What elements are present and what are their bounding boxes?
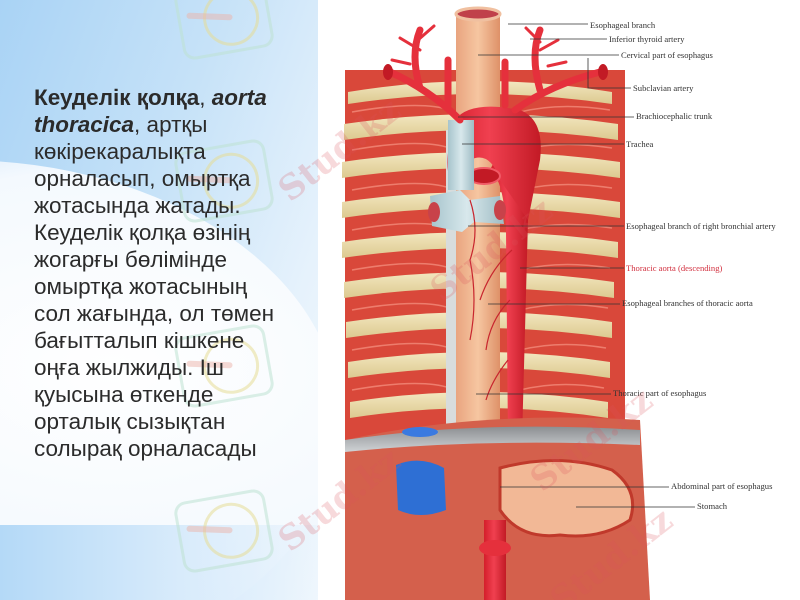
- text-line: Кеуделік қолқа өзінің: [34, 220, 251, 245]
- text-line: қуысына өткенде: [34, 382, 214, 407]
- label-esophageal-branches-aorta: Esophageal branches of thoracic aorta: [622, 298, 753, 308]
- label-subclavian-artery: Subclavian artery: [633, 83, 694, 93]
- text-line: орталық сызықтан: [34, 409, 226, 434]
- label-thoracic-aorta: Thoracic aorta (descending): [626, 263, 723, 273]
- anatomy-illustration-panel: Esophageal branch Inferior thyroid arter…: [318, 0, 800, 600]
- watermark-logo-icon: [172, 0, 276, 62]
- label-trachea: Trachea: [626, 139, 654, 149]
- stomach: [498, 458, 635, 538]
- text-line: жогарғы бөлімінде: [34, 247, 227, 272]
- label-stomach: Stomach: [697, 501, 728, 511]
- label-esophageal-branch: Esophageal branch: [590, 20, 656, 30]
- text-line: көкірекаралықта: [34, 139, 206, 164]
- text-line: орналасып, омыртқа: [34, 166, 251, 191]
- term-latin-part2: thoracica: [34, 112, 135, 137]
- text-line: солырақ орналасады: [34, 436, 257, 461]
- esophagus: [456, 12, 500, 452]
- trachea-bifurcation: [430, 190, 504, 232]
- thoracic-aorta-illustration: [342, 6, 695, 600]
- term-kazakh: Кеуделік қолқа: [34, 85, 200, 110]
- text-line: thoracica, артқы: [34, 112, 208, 137]
- text-line: сол жағында, ол төмен: [34, 301, 275, 326]
- label-cervical-part-esophagus: Cervical part of esophagus: [621, 50, 713, 60]
- text-line: Кеуделік қолқа, aorta: [34, 85, 267, 110]
- inferior-vena-cava: [396, 460, 446, 515]
- label-thoracic-part-esophagus: Thoracic part of esophagus: [613, 388, 707, 398]
- text-line: омыртқа жотасының: [34, 274, 248, 299]
- label-brachiocephalic-trunk: Brachiocephalic trunk: [636, 111, 713, 121]
- label-abdominal-part-esophagus: Abdominal part of esophagus: [671, 481, 773, 491]
- term-latin-part1: aorta: [211, 85, 267, 110]
- background-band: [0, 525, 360, 600]
- description-paragraph: Кеуделік қолқа, aorta thoracica, артқы к…: [34, 84, 324, 462]
- text-line: оңға жылжиды. Іш: [34, 355, 224, 380]
- thoracic-aorta: [490, 150, 529, 440]
- label-esophageal-branch-bronchial: Esophageal branch of right bronchial art…: [626, 221, 776, 231]
- text-line: бағытталып кішкене: [34, 328, 245, 353]
- text-line: жотасында жатады.: [34, 193, 241, 218]
- label-inferior-thyroid-artery: Inferior thyroid artery: [609, 34, 685, 44]
